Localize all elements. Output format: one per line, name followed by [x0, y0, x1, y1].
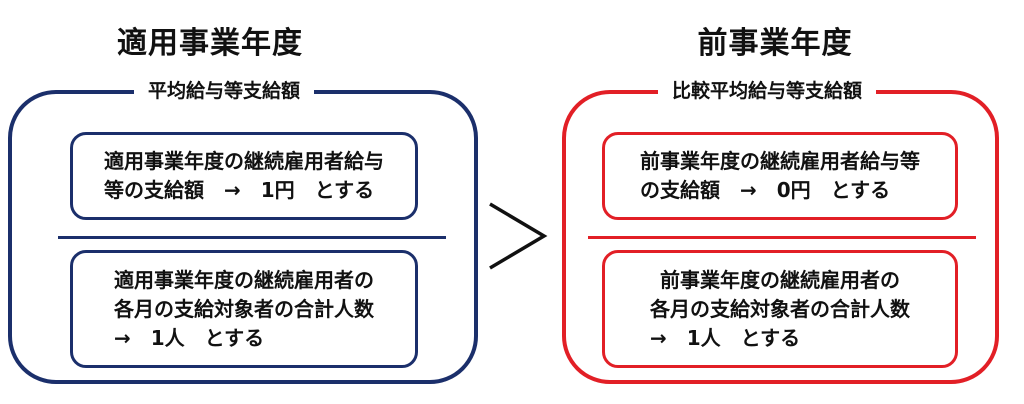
right-denominator-line-1: 前事業年度の継続雇用者の: [660, 267, 900, 292]
left-average-salary-box: 平均給与等支給額 適用事業年度の継続雇用者給与 等の支給額 → 1円 とする 適…: [8, 76, 478, 384]
right-numerator-box: 前事業年度の継続雇用者給与等 の支給額 → 0円 とする: [602, 132, 958, 220]
left-numerator-text: 適用事業年度の継続雇用者給与 等の支給額 → 1円 とする: [104, 147, 384, 205]
right-average-salary-box: 比較平均給与等支給額 前事業年度の継続雇用者給与等 の支給額 → 0円 とする …: [562, 76, 999, 384]
right-numerator-text: 前事業年度の継続雇用者給与等 の支給額 → 0円 とする: [640, 147, 920, 205]
right-numerator-line-1: 前事業年度の継続雇用者給与等: [640, 149, 920, 173]
right-caption: 比較平均給与等支給額: [658, 76, 877, 106]
greater-than-icon: [489, 202, 548, 270]
left-numerator-line-2: 等の支給額 → 1円 とする: [104, 178, 375, 202]
right-denominator-line-2: 各月の支給対象者の合計人数: [650, 296, 910, 321]
right-denominator-line-3: → 1人 とする: [650, 325, 801, 350]
left-denominator-text: 適用事業年度の継続雇用者の 各月の支給対象者の合計人数 → 1人 とする: [114, 266, 374, 353]
left-caption: 平均給与等支給額: [134, 76, 315, 106]
left-period-title: 適用事業年度: [117, 26, 303, 61]
right-fraction-bar: [588, 236, 976, 239]
left-numerator-line-1: 適用事業年度の継続雇用者給与: [104, 149, 384, 173]
left-denominator-line-2: 各月の支給対象者の合計人数: [114, 296, 374, 321]
right-numerator-line-2: の支給額 → 0円 とする: [640, 178, 891, 202]
right-denominator-box: 前事業年度の継続雇用者の 各月の支給対象者の合計人数 → 1人 とする: [602, 250, 958, 368]
left-numerator-box: 適用事業年度の継続雇用者給与 等の支給額 → 1円 とする: [70, 132, 418, 220]
left-fraction-bar: [58, 236, 446, 239]
right-denominator-text: 前事業年度の継続雇用者の 各月の支給対象者の合計人数 → 1人 とする: [650, 266, 910, 353]
left-denominator-box: 適用事業年度の継続雇用者の 各月の支給対象者の合計人数 → 1人 とする: [70, 250, 418, 368]
left-denominator-line-3: → 1人 とする: [114, 325, 265, 350]
right-period-title: 前事業年度: [697, 26, 853, 61]
left-denominator-line-1: 適用事業年度の継続雇用者の: [114, 267, 374, 292]
